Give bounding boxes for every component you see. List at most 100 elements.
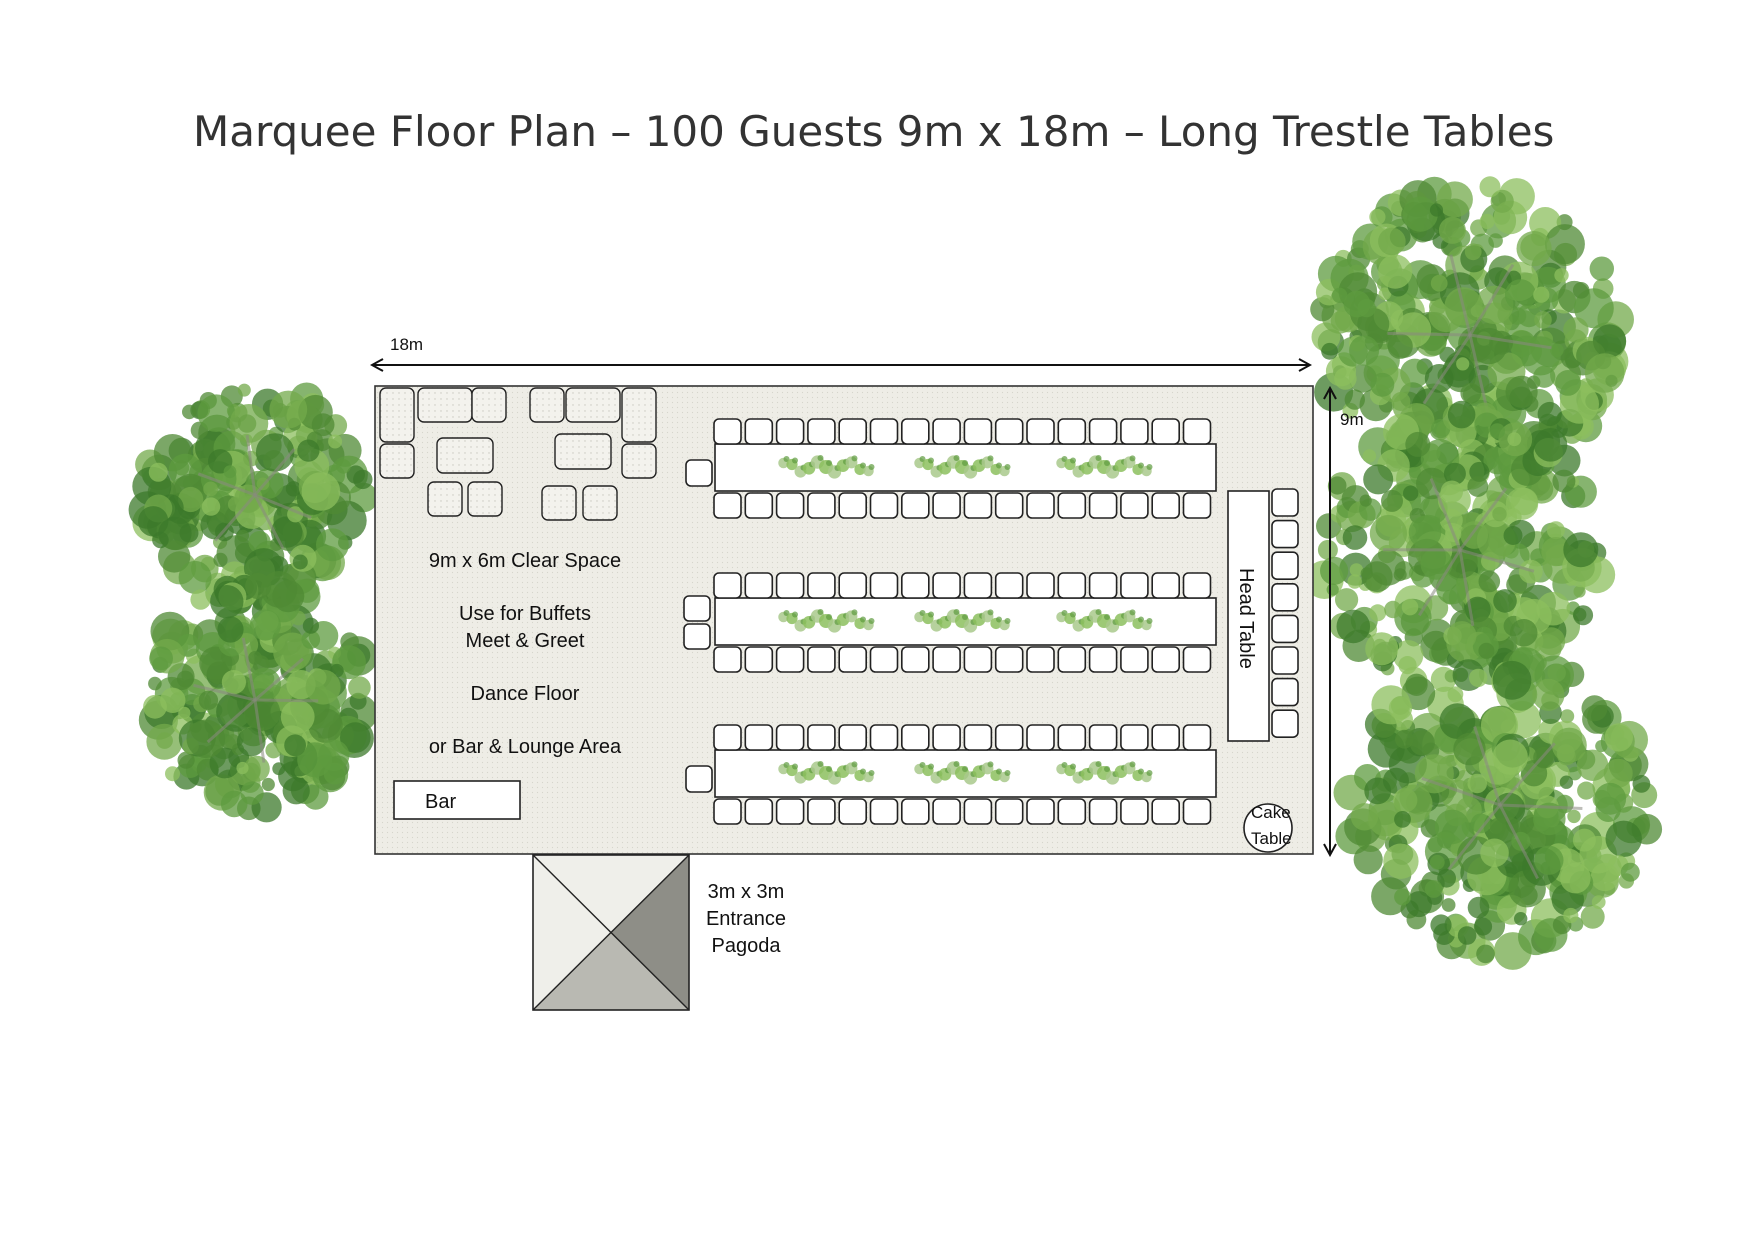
chair bbox=[838, 492, 868, 519]
chair bbox=[807, 724, 836, 751]
head-table-chairs bbox=[1271, 488, 1299, 739]
svg-text:Dance Floor: Dance Floor bbox=[471, 683, 580, 705]
clear-space-notes: 9m x 6m Clear Space Use for Buffets Meet… bbox=[429, 550, 622, 758]
chair bbox=[744, 492, 774, 519]
chair bbox=[744, 724, 774, 751]
chair bbox=[1120, 798, 1149, 825]
chair bbox=[963, 492, 993, 519]
floral-centrepiece bbox=[778, 609, 875, 633]
chair bbox=[744, 798, 774, 825]
floral-centrepiece bbox=[914, 761, 1011, 785]
chair bbox=[1151, 492, 1180, 519]
chair bbox=[932, 492, 961, 519]
chair bbox=[1026, 492, 1055, 519]
chair bbox=[713, 572, 742, 599]
page-title: Marquee Floor Plan – 100 Guests 9m x 18m… bbox=[193, 107, 1554, 156]
svg-text:Use for Buffets: Use for Buffets bbox=[459, 603, 591, 625]
chair bbox=[775, 492, 805, 519]
width-label: 9m bbox=[1340, 410, 1364, 429]
cake-table: Cake Table bbox=[1243, 803, 1293, 853]
chair bbox=[1182, 492, 1212, 519]
chair bbox=[932, 724, 961, 751]
length-label: 18m bbox=[390, 335, 423, 354]
chair bbox=[869, 492, 899, 519]
chair bbox=[994, 724, 1024, 751]
svg-text:Bar: Bar bbox=[425, 791, 456, 813]
chair bbox=[775, 724, 805, 751]
chair bbox=[1182, 572, 1212, 599]
chair bbox=[775, 646, 805, 673]
tree-icon bbox=[1305, 400, 1616, 698]
trestle-table-row-1 bbox=[713, 418, 1217, 519]
chair bbox=[1151, 646, 1180, 673]
svg-text:Cake: Cake bbox=[1251, 803, 1291, 822]
chair bbox=[713, 646, 742, 673]
chair bbox=[807, 646, 836, 673]
chair bbox=[963, 646, 993, 673]
chair bbox=[994, 572, 1024, 599]
chair bbox=[744, 572, 774, 599]
chair bbox=[807, 572, 836, 599]
chair bbox=[838, 572, 868, 599]
chair bbox=[900, 572, 930, 599]
chair bbox=[900, 418, 930, 445]
chair bbox=[1088, 798, 1118, 825]
floral-centrepiece bbox=[914, 455, 1011, 479]
chair bbox=[1120, 646, 1149, 673]
chair bbox=[1182, 798, 1212, 825]
chair bbox=[713, 418, 742, 445]
chair bbox=[994, 798, 1024, 825]
chair bbox=[1151, 724, 1180, 751]
chair bbox=[1271, 582, 1299, 612]
chair bbox=[1057, 646, 1087, 673]
chair bbox=[1182, 724, 1212, 751]
chair bbox=[1088, 646, 1118, 673]
chair bbox=[713, 492, 742, 519]
chair bbox=[744, 418, 774, 445]
chair bbox=[838, 646, 868, 673]
chair bbox=[932, 798, 961, 825]
lounge-seating bbox=[379, 387, 657, 521]
svg-text:Entrance: Entrance bbox=[706, 908, 786, 930]
chair bbox=[869, 418, 899, 445]
chair bbox=[1088, 724, 1118, 751]
bar: Bar bbox=[393, 780, 521, 820]
chair bbox=[900, 724, 930, 751]
chair bbox=[1271, 488, 1299, 517]
chair bbox=[963, 724, 993, 751]
tree-icon bbox=[128, 382, 379, 614]
chair bbox=[1271, 519, 1299, 549]
floral-centrepiece bbox=[778, 455, 875, 479]
chair bbox=[744, 646, 774, 673]
chair bbox=[994, 646, 1024, 673]
chair bbox=[683, 595, 711, 622]
svg-text:Pagoda: Pagoda bbox=[712, 935, 782, 957]
chair bbox=[932, 418, 961, 445]
tree-icon bbox=[1333, 646, 1663, 970]
chair bbox=[1088, 572, 1118, 599]
head-table: Head Table bbox=[1227, 488, 1299, 742]
svg-text:9m x 6m Clear Space: 9m x 6m Clear Space bbox=[429, 550, 621, 572]
chair bbox=[1120, 572, 1149, 599]
chair bbox=[1057, 798, 1087, 825]
chair bbox=[775, 418, 805, 445]
chair bbox=[1120, 418, 1149, 445]
chair bbox=[1271, 677, 1299, 707]
chair bbox=[1271, 614, 1299, 644]
chair bbox=[1026, 418, 1055, 445]
chair bbox=[869, 798, 899, 825]
chair bbox=[1026, 646, 1055, 673]
chair bbox=[838, 418, 868, 445]
chair bbox=[869, 646, 899, 673]
svg-text:Head Table: Head Table bbox=[1235, 568, 1257, 669]
chair bbox=[994, 492, 1024, 519]
chair bbox=[1026, 724, 1055, 751]
trestle-table-row-2 bbox=[713, 572, 1217, 673]
chair bbox=[713, 724, 742, 751]
svg-text:Meet & Greet: Meet & Greet bbox=[466, 630, 585, 652]
chair bbox=[963, 418, 993, 445]
chair bbox=[1151, 572, 1180, 599]
chair bbox=[1271, 646, 1299, 675]
chair bbox=[1182, 646, 1212, 673]
